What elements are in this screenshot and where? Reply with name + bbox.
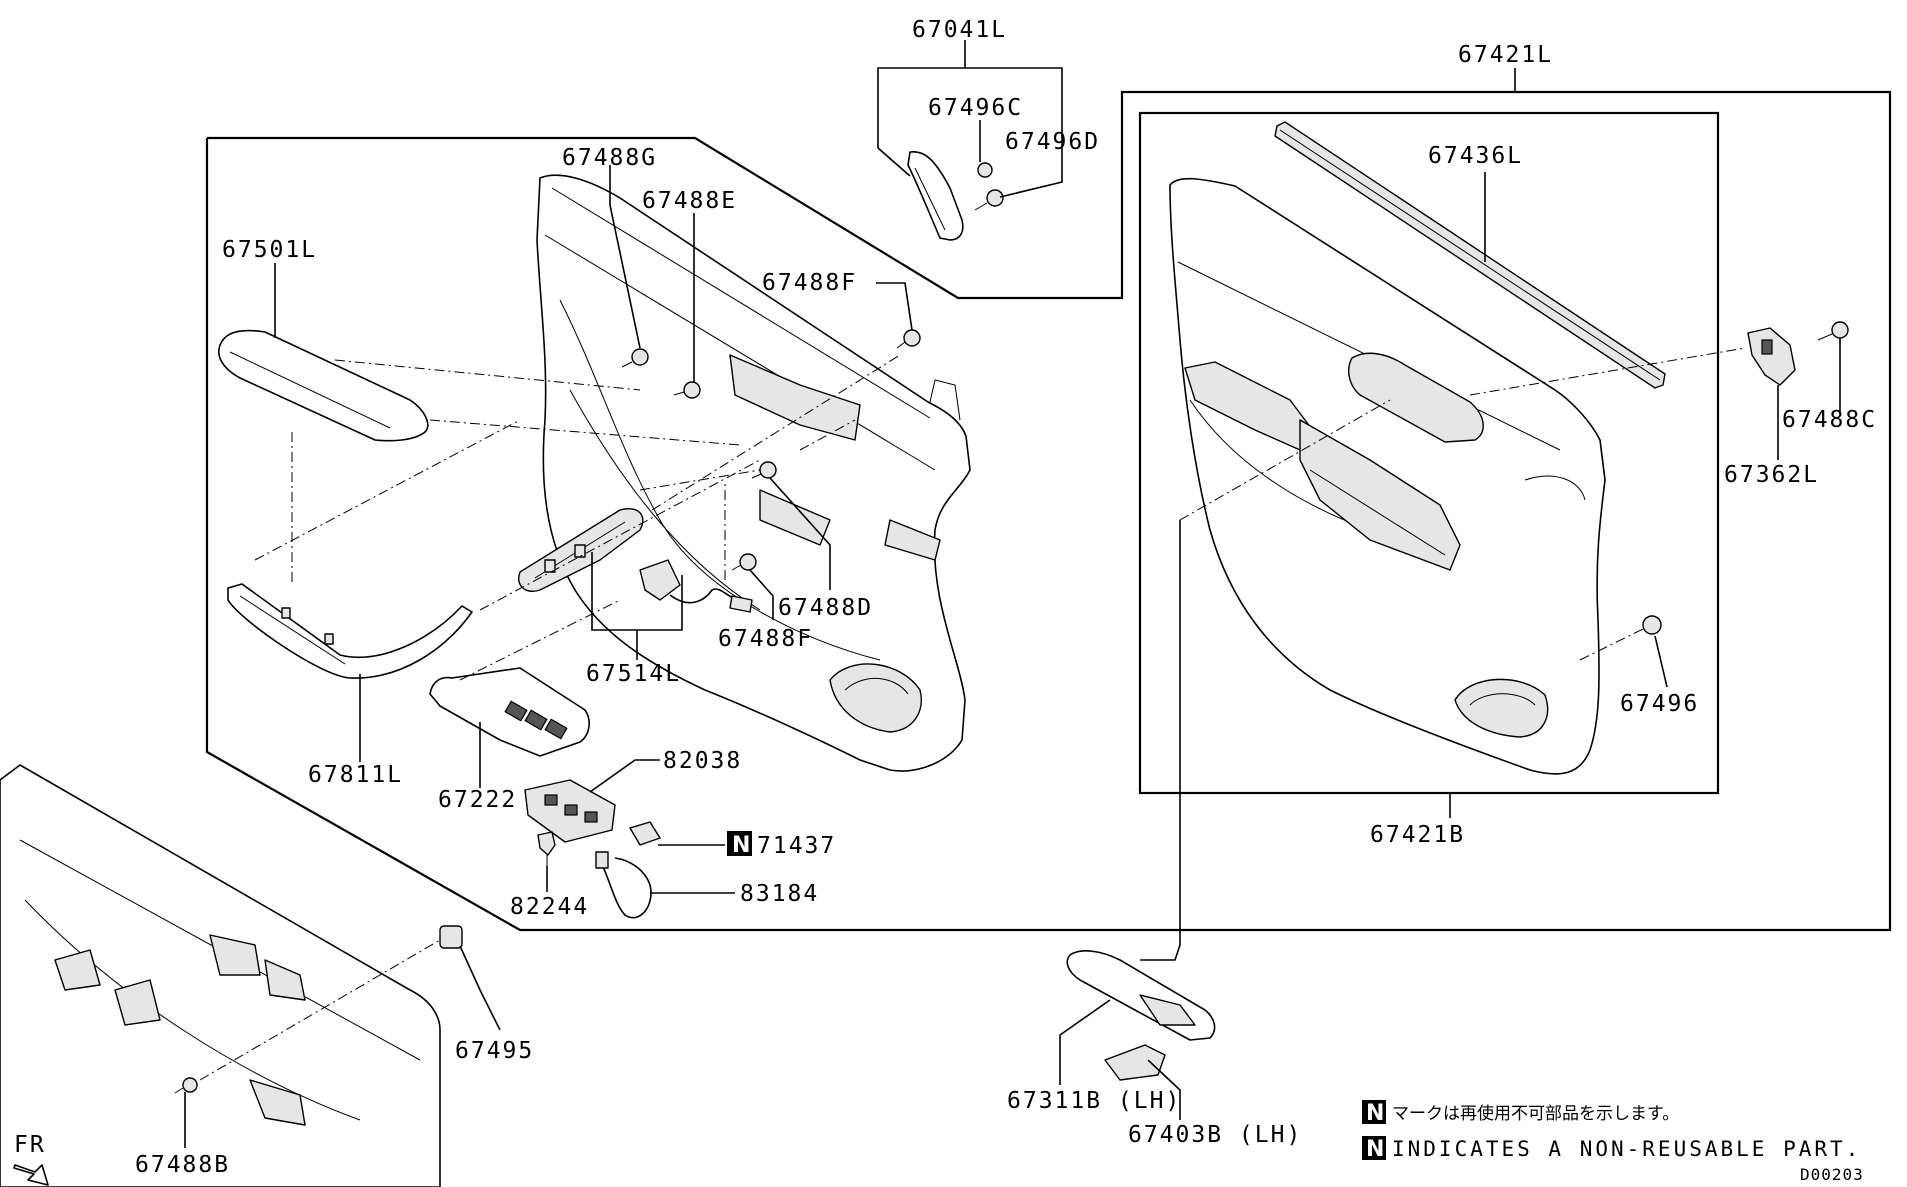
leader-lines — [184, 40, 1841, 1148]
drawing-code: D00203 — [1800, 1165, 1864, 1184]
clip-82244 — [537, 831, 556, 866]
label-67488G: 67488G — [562, 145, 657, 171]
power-window-switch-82038 — [524, 779, 616, 843]
assembly-guide-lines-right — [1179, 347, 1746, 661]
label-67495: 67495 — [455, 1038, 534, 1064]
label-67222: 67222 — [438, 787, 517, 813]
label-67421L: 67421L — [1458, 42, 1553, 68]
label-67421B: 67421B — [1370, 822, 1465, 848]
label-67488C: 67488C — [1782, 407, 1877, 433]
legend-n-mark-2 — [1362, 1136, 1386, 1160]
weatherstrip-67436L — [1274, 121, 1666, 389]
handle-assembly-67514L — [518, 508, 753, 613]
guide-line-67495 — [199, 939, 441, 1081]
non-reusable-mark-letter-71437: N — [732, 833, 750, 858]
clip-67496C — [977, 162, 993, 178]
clip-67488F-mid — [731, 553, 757, 571]
switch-panel-67222 — [429, 667, 590, 757]
label-67311B-LH: 67311B (LH) — [1007, 1088, 1181, 1114]
label-82038: 82038 — [663, 748, 742, 774]
clip-67495 — [439, 925, 463, 949]
label-67496D: 67496D — [1005, 129, 1100, 155]
bracket-71437 — [629, 821, 661, 846]
door-trim-inner-frame — [1138, 111, 1720, 795]
door-trim-panel-left — [536, 174, 971, 772]
legend-text-en: INDICATES A NON-REUSABLE PART. — [1392, 1137, 1861, 1161]
label-83184: 83184 — [740, 881, 819, 907]
label-67488F-top: 67488F — [762, 270, 857, 296]
clip-67488C — [1817, 321, 1849, 341]
door-trim-assembly-67421B — [1169, 177, 1606, 775]
harness-83184 — [595, 851, 652, 919]
non-reusable-mark-71437 — [727, 831, 752, 856]
label-67488F-mid: 67488F — [718, 626, 813, 652]
armrest-pad-67501L — [218, 329, 429, 442]
assembly-guide-lines-left — [254, 354, 901, 681]
legend-text-jp: マークは再使用不可部品を示します。 — [1392, 1103, 1679, 1124]
label-67403B-LH: 67403B (LH) — [1128, 1122, 1302, 1148]
main-assembly-frame — [205, 90, 1892, 932]
label-82244: 82244 — [510, 894, 589, 920]
bezel-67311B-LH — [1066, 950, 1216, 1041]
label-67436L: 67436L — [1428, 143, 1523, 169]
label-67496: 67496 — [1620, 691, 1699, 717]
door-panel-lower-left — [0, 764, 441, 1187]
label-67362L: 67362L — [1724, 462, 1819, 488]
clip-67488F-top — [896, 329, 921, 349]
armrest-base-67811L — [227, 583, 473, 679]
clip-67488G — [621, 348, 649, 368]
clip-67496D — [974, 189, 1004, 211]
label-67496C: 67496C — [928, 95, 1023, 121]
front-direction-arrow — [13, 1164, 49, 1186]
cover-67403B-LH — [1104, 1044, 1166, 1081]
label-67811L: 67811L — [308, 762, 403, 788]
legend-n-letter-1: N — [1366, 1101, 1384, 1126]
label-67041L: 67041L — [912, 17, 1007, 43]
label-71437: 71437 — [757, 833, 836, 859]
legend-n-letter-2: N — [1366, 1137, 1384, 1162]
clip-67488B — [174, 1077, 198, 1094]
label-67488B: 67488B — [135, 1152, 230, 1178]
part-labels: 67041L 67421L 67496C 67496D 67488G 67488… — [14, 17, 1877, 1178]
label-67514L: 67514L — [586, 661, 681, 687]
label-67488E: 67488E — [642, 188, 737, 214]
label-67488D: 67488D — [778, 595, 873, 621]
inner-handle-67362L — [1747, 327, 1796, 386]
label-67501L: 67501L — [222, 237, 317, 263]
clip-67488E — [673, 381, 701, 399]
corner-cover-67041L — [907, 151, 964, 241]
legend: N マークは再使用不可部品を示します。 N INDICATES A NON-RE… — [1362, 1100, 1864, 1184]
label-fr: FR — [14, 1132, 46, 1158]
legend-n-mark-1 — [1362, 1100, 1386, 1124]
clip-67496 — [1642, 615, 1662, 635]
